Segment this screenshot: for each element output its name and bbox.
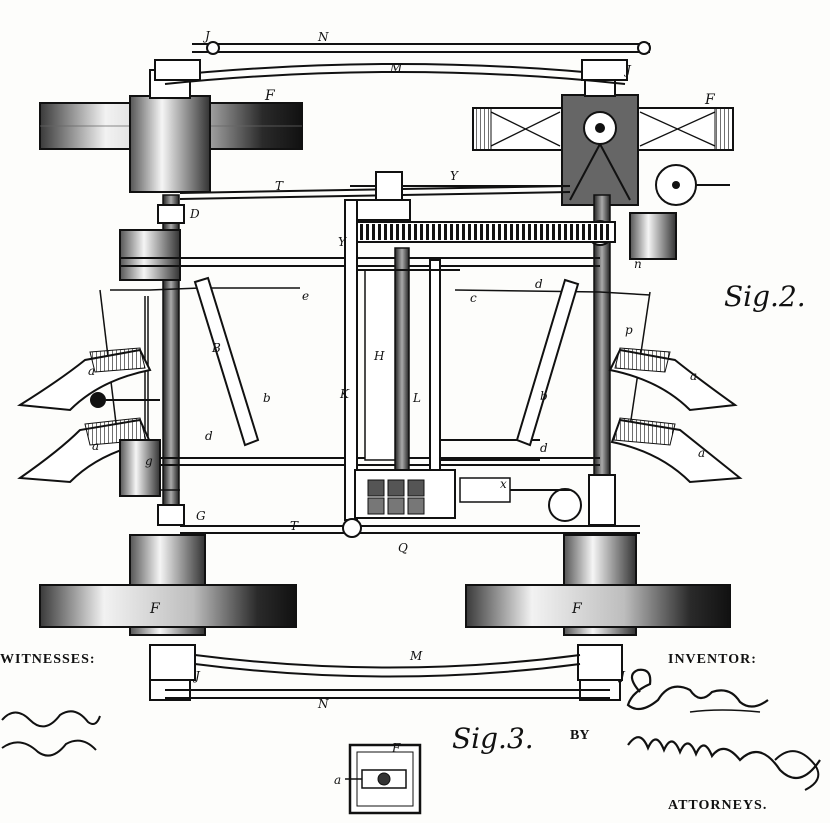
label-c: c [470,291,477,305]
rod-T-lower [180,525,640,534]
label-d-left: d [205,429,213,443]
label-J-bottom-right: J [617,669,626,683]
right-axle [548,194,616,526]
label-G: G [196,509,206,523]
label-J-top: J [202,29,211,43]
label-F-fig3: F [391,741,401,755]
right-cutting-blades [608,347,743,484]
bottom-right-wheel [465,534,731,701]
label-d-right: d [540,441,548,455]
label-T-lower: T [290,519,299,533]
label-b-right: b [540,389,548,403]
label-J-top-right: J [623,63,632,77]
diagonal-arms [193,276,580,447]
label-F-bottom-left: F [149,601,161,617]
label-n: n [634,257,642,271]
label-a-right-lower: a [698,446,705,460]
by-text: BY [570,728,590,743]
label-B: B [211,341,221,355]
witnesses-heading: WITNESSES: [0,652,96,667]
label-d-right-upper: d [535,277,543,291]
label-N-top: N [317,30,329,44]
label-F-bottom-right: F [571,601,583,617]
label-H: H [373,349,385,363]
label-p: p [625,323,633,337]
label-Y-upper: Y [450,169,459,183]
bottom-left-wheel [39,534,297,701]
figure-3-caption: Sig.3. [452,722,534,755]
top-left-wheel [39,69,303,193]
label-x: x [500,477,507,491]
inventor-signature [626,668,769,713]
label-D-left: D [189,207,200,221]
label-Q: Q [398,541,408,555]
attorneys-heading: ATTORNEYS. [668,798,768,813]
label-F-top-right: F [704,92,716,108]
bottom-rod-M [194,654,581,678]
gear-box [342,469,570,538]
label-K: K [339,387,350,401]
inventor-heading: INVENTOR: [668,652,757,667]
label-J-bottom-left: J [192,669,201,683]
label-a-right-upper: a [690,369,697,383]
label-a-fig3: a [334,773,341,787]
label-e: e [302,289,309,303]
top-rod-M [154,59,628,85]
top-right-wheel [472,69,734,206]
attorneys-signature [627,736,821,791]
label-N-bottom: N [317,697,329,711]
label-M-top: M [389,61,403,75]
left-cutting-blades [16,347,161,497]
central-frame [344,199,540,521]
gear-shaft [119,171,616,281]
label-Y-lower: Y [338,235,347,249]
top-rod-N [192,41,651,55]
bottom-rod-N [165,689,610,699]
fig3-detail [345,743,422,815]
label-L: L [412,391,421,405]
right-pulley [629,164,730,260]
label-a-left-upper: a [88,364,95,378]
label-a-left-lower: a [92,439,99,453]
label-b-left: b [263,391,271,405]
label-M-bottom: M [409,649,423,663]
figure-2-caption: Sig.2. [724,280,806,313]
witness-signatures [1,710,101,757]
label-F-top-left: F [264,88,276,104]
label-T-upper: T [275,179,284,193]
label-g: g [145,454,153,468]
